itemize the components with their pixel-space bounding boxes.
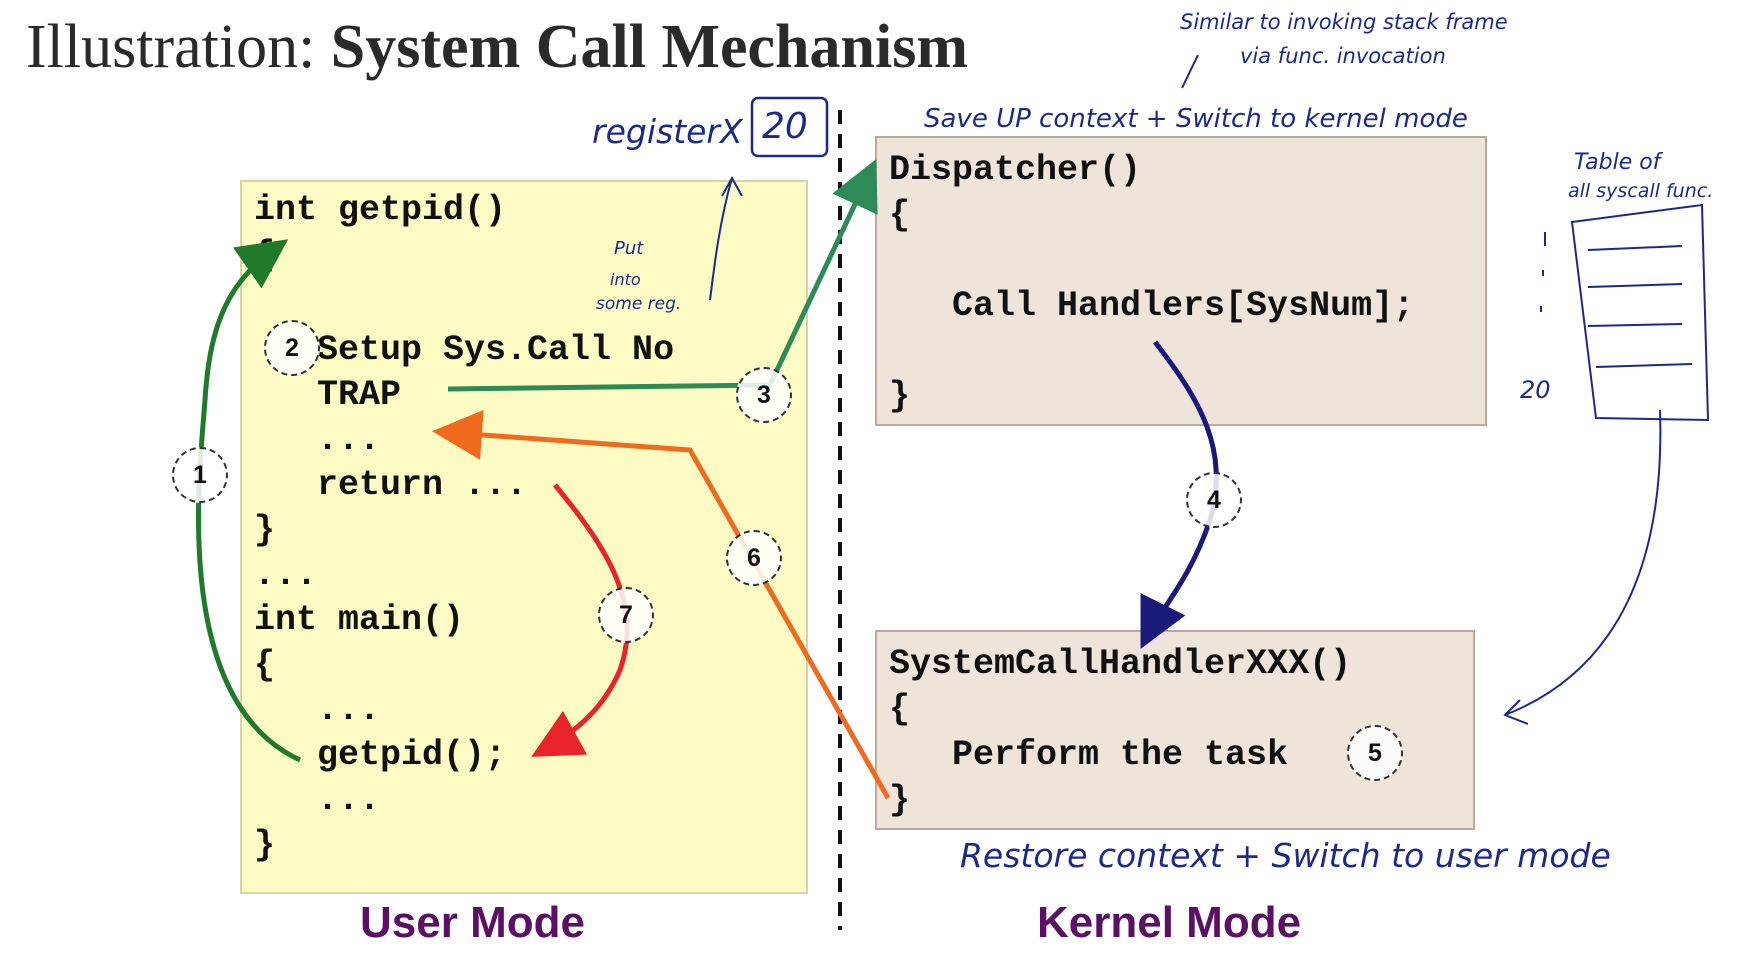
note-register-value: 20 bbox=[762, 106, 808, 147]
handler-perform-task: Perform the task bbox=[889, 735, 1289, 775]
note-put-into-2: into bbox=[610, 270, 641, 289]
step-5-marker: 5 bbox=[1347, 725, 1403, 781]
user-code-box: int getpid() { Setup Sys.Call No TRAP ..… bbox=[240, 180, 808, 894]
handwritten-tick bbox=[1181, 54, 1199, 89]
handler-decl: SystemCallHandlerXXX() bbox=[889, 644, 1352, 684]
dispatcher-brace-open: { bbox=[889, 195, 911, 235]
syscall-table-row bbox=[1587, 245, 1683, 251]
slide-title: Illustration: System Call Mechanism bbox=[26, 12, 968, 83]
code-line-brace-close: } bbox=[254, 510, 276, 550]
code-line-brace-close: } bbox=[254, 825, 276, 865]
kernel-mode-label: Kernel Mode bbox=[1037, 898, 1302, 947]
step-7-marker: 7 bbox=[598, 587, 654, 643]
arrow-step-3 bbox=[447, 158, 878, 392]
note-save-context: Save UP context + Switch to kernel mode bbox=[924, 104, 1468, 134]
code-line-getpid-decl: int getpid() bbox=[254, 190, 507, 230]
dispatcher-decl: Dispatcher() bbox=[889, 150, 1142, 190]
code-line-trap: TRAP bbox=[254, 375, 402, 415]
arrow-step-6 bbox=[432, 409, 891, 800]
handwritten-arrow-table-to-handler bbox=[1503, 409, 1662, 725]
handwritten-arrow-up bbox=[709, 175, 743, 301]
code-line-return: return ... bbox=[254, 465, 528, 505]
syscall-table-row bbox=[1587, 323, 1683, 327]
step-6-marker: 6 bbox=[726, 530, 782, 586]
user-mode-label: User Mode bbox=[360, 898, 585, 947]
code-line-ellipsis: ... bbox=[254, 690, 381, 730]
note-put-into-3: some reg. bbox=[596, 294, 682, 314]
syscall-table-row bbox=[1595, 363, 1693, 368]
dispatcher-call-handlers: Call Handlers[SysNum]; bbox=[889, 286, 1415, 326]
code-line-getpid-call: getpid(); bbox=[254, 735, 507, 775]
step-4-marker: 4 bbox=[1186, 472, 1242, 528]
note-similar-line2: via func. invocation bbox=[1240, 44, 1446, 68]
step-3-marker: 3 bbox=[736, 367, 792, 423]
title-prefix: Illustration: bbox=[26, 13, 331, 81]
arrow-step-1 bbox=[196, 239, 302, 763]
note-restore-context: Restore context + Switch to user mode bbox=[960, 836, 1611, 875]
title-bold: System Call Mechanism bbox=[330, 13, 968, 81]
table-index-marks bbox=[1540, 232, 1546, 312]
arrow-step-7 bbox=[531, 483, 630, 757]
syscall-table-row bbox=[1587, 283, 1683, 288]
step-1-marker: 1 bbox=[172, 447, 228, 503]
code-line-main-decl: int main() bbox=[254, 600, 465, 640]
code-line-ellipsis: ... bbox=[254, 420, 381, 460]
handler-brace-close: } bbox=[889, 780, 911, 820]
code-line-ellipsis: ... bbox=[254, 555, 318, 595]
syscall-table-sketch bbox=[1570, 203, 1710, 422]
code-line-brace-open: { bbox=[254, 645, 276, 685]
register-value-box bbox=[750, 96, 829, 158]
note-table-line2: all syscall func. bbox=[1568, 180, 1714, 202]
code-line-setup-syscall: Setup Sys.Call No bbox=[254, 330, 675, 370]
note-put-into-1: Put bbox=[614, 238, 644, 259]
dispatcher-brace-close: } bbox=[889, 376, 911, 416]
handler-brace-open: { bbox=[889, 689, 911, 729]
step-2-marker: 2 bbox=[264, 320, 320, 376]
note-table-line1: Table of bbox=[1574, 150, 1661, 175]
note-table-index-20: 20 bbox=[1520, 376, 1551, 404]
note-register: registerX bbox=[592, 112, 743, 151]
note-similar-line1: Similar to invoking stack frame bbox=[1180, 10, 1508, 34]
code-line-ellipsis: ... bbox=[254, 780, 381, 820]
